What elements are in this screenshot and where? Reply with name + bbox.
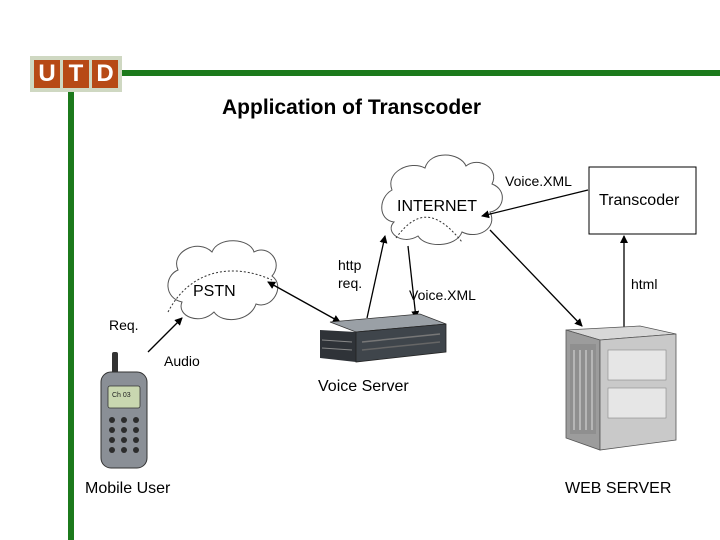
header-rule	[122, 70, 720, 76]
internet-dotted-arc	[395, 216, 463, 243]
pstn-label: PSTN	[193, 283, 236, 300]
arrow-internet-voiceserver-voicexml	[407, 245, 420, 319]
internet-cloud	[381, 154, 503, 245]
mobile-phone-icon	[100, 352, 148, 469]
left-rule	[68, 92, 74, 540]
logo-letter-t: T	[63, 60, 89, 88]
audio-label: Audio	[164, 353, 200, 369]
slide-title: Application of Transcoder	[222, 96, 482, 119]
arrow-pstn-voiceserver	[267, 281, 341, 323]
voice-server-icon	[320, 313, 447, 363]
web-server-icon	[565, 325, 677, 451]
http-req-label-line1: http	[338, 257, 362, 273]
voicexml-top-label: Voice.XML	[505, 173, 572, 189]
mobile-user-label: Mobile User	[85, 480, 171, 497]
voicexml-mid-label: Voice.XML	[409, 287, 476, 303]
web-server-label: WEB SERVER	[565, 480, 672, 497]
transcoder-label: Transcoder	[599, 192, 680, 209]
http-req-label-line2: req.	[338, 275, 363, 291]
utd-logo: U T D	[30, 56, 122, 92]
phone-screen-text: Ch 03	[112, 392, 131, 399]
logo-letter-u: U	[34, 60, 60, 88]
internet-label: INTERNET	[397, 198, 477, 215]
voice-server-label: Voice Server	[318, 378, 409, 395]
req-label: Req.	[109, 317, 139, 333]
logo-letter-d: D	[92, 60, 118, 88]
arrow-internet-webserver	[489, 229, 583, 327]
pstn-cloud	[167, 240, 279, 320]
pstn-dotted-arc	[167, 270, 273, 313]
arrow-phone-pstn	[147, 317, 183, 353]
arrow-voiceserver-internet-http	[366, 235, 388, 319]
arrow-transcoder-internet	[481, 189, 589, 219]
html-label: html	[631, 276, 658, 292]
transcoder-box	[588, 166, 697, 235]
